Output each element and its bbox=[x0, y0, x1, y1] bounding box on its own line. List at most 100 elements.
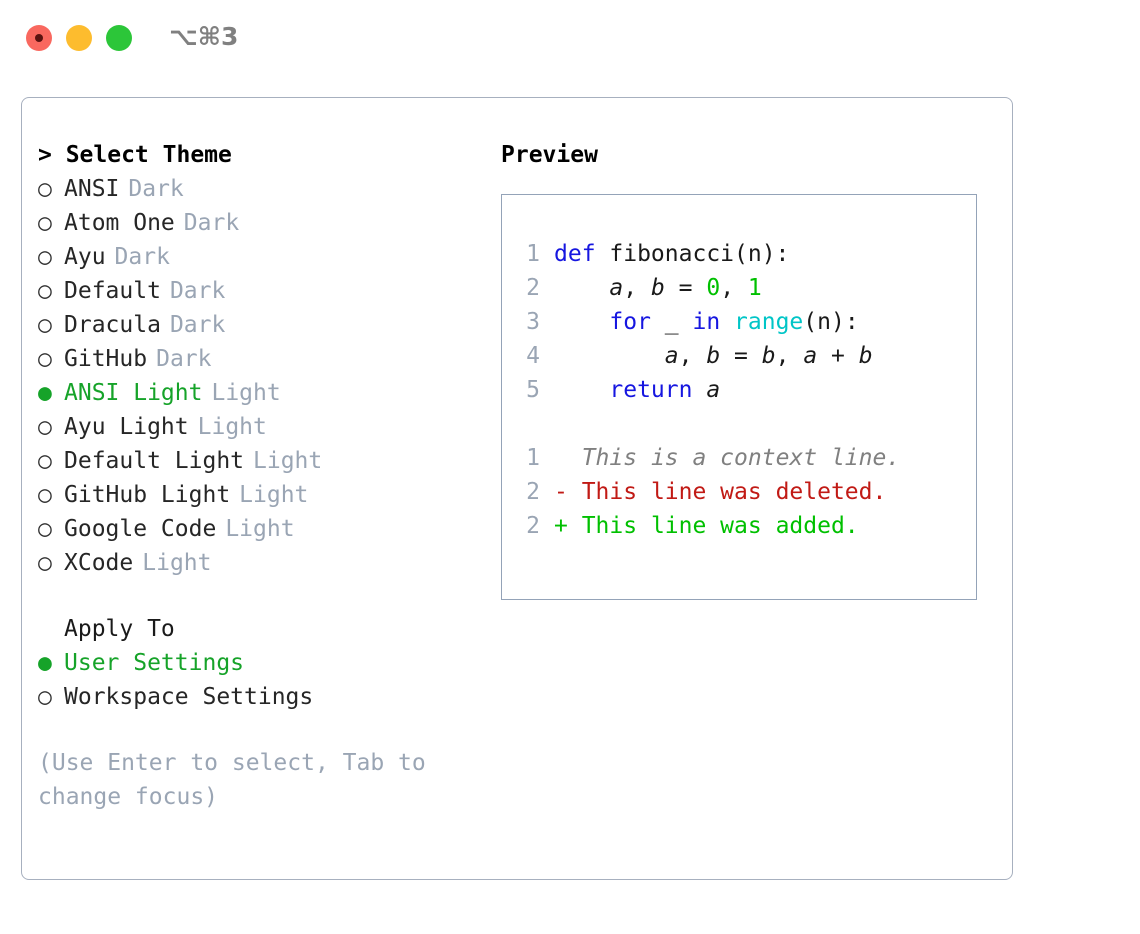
radio-unselected-icon[interactable]: ○ bbox=[38, 448, 52, 474]
theme-name: Atom One bbox=[64, 210, 175, 236]
line-number: 2 bbox=[526, 275, 540, 301]
diff-block: 1 This is a context line.2- This line wa… bbox=[514, 441, 900, 543]
radio-unselected-icon[interactable]: ○ bbox=[38, 278, 52, 304]
code-token: fibonacci(n): bbox=[595, 241, 790, 267]
diff-sign: - bbox=[554, 479, 582, 505]
theme-kind-badge: Light bbox=[253, 448, 323, 474]
diff-sign: + bbox=[554, 513, 582, 539]
code-token: a bbox=[803, 343, 818, 369]
apply-to-label: Workspace Settings bbox=[64, 684, 314, 710]
theme-kind-badge: Light bbox=[142, 550, 212, 576]
theme-name: Ayu Light bbox=[64, 414, 189, 440]
radio-unselected-icon[interactable]: ○ bbox=[38, 176, 52, 202]
code-line: 2 a, b = 0, 1 bbox=[514, 271, 900, 305]
code-token: 0 bbox=[706, 275, 721, 301]
close-button[interactable] bbox=[26, 25, 52, 51]
code-token bbox=[720, 309, 734, 335]
theme-name: ANSI Light bbox=[64, 380, 203, 406]
radio-unselected-icon[interactable]: ○ bbox=[38, 210, 52, 236]
maximize-button[interactable] bbox=[106, 25, 132, 51]
radio-unselected-icon[interactable]: ○ bbox=[38, 550, 52, 576]
title-bar: ⌥⌘3 bbox=[0, 0, 1140, 78]
code-token bbox=[554, 275, 609, 301]
preview-title: Preview bbox=[501, 142, 598, 168]
code-token: return bbox=[609, 377, 693, 403]
apply-to-option[interactable]: ○ Workspace Settings bbox=[38, 680, 478, 714]
theme-kind-badge: Light bbox=[239, 482, 309, 508]
diff-line: 2- This line was deleted. bbox=[514, 475, 900, 509]
code-text: return a bbox=[554, 373, 720, 407]
radio-unselected-icon[interactable]: ○ bbox=[38, 482, 52, 508]
theme-kind-badge: Dark bbox=[128, 176, 184, 202]
theme-kind-badge: Dark bbox=[114, 244, 170, 270]
line-number: 3 bbox=[526, 309, 540, 335]
line-number: 2 bbox=[526, 513, 540, 539]
theme-kind-badge: Light bbox=[225, 516, 295, 542]
theme-list-item[interactable]: ○ Google Code Light bbox=[38, 512, 478, 546]
theme-list-item[interactable]: ○ Ayu Dark bbox=[38, 240, 478, 274]
apply-to-section: Apply To ●User Settings ○ Workspace Settin… bbox=[38, 612, 478, 714]
radio-unselected-icon[interactable]: ○ bbox=[38, 684, 52, 710]
theme-name: Ayu bbox=[64, 244, 106, 270]
code-token: in bbox=[692, 309, 721, 335]
code-token: , bbox=[720, 275, 748, 301]
code-token: b bbox=[858, 343, 873, 369]
apply-to-option[interactable]: ●User Settings bbox=[38, 646, 478, 680]
theme-name: Google Code bbox=[64, 516, 217, 542]
code-token: , bbox=[775, 343, 804, 369]
radio-unselected-icon[interactable]: ○ bbox=[38, 516, 52, 542]
theme-list-item[interactable]: ○ GitHub Light Light bbox=[38, 478, 478, 512]
code-token: b bbox=[650, 275, 665, 301]
theme-kind-badge: Dark bbox=[156, 346, 212, 372]
radio-unselected-icon[interactable]: ○ bbox=[38, 346, 52, 372]
code-token: b bbox=[706, 343, 721, 369]
radio-unselected-icon[interactable]: ○ bbox=[38, 414, 52, 440]
line-number: 2 bbox=[526, 479, 540, 505]
code-token: , bbox=[678, 343, 707, 369]
radio-unselected-icon[interactable]: ○ bbox=[38, 244, 52, 270]
radio-unselected-icon[interactable]: ○ bbox=[38, 312, 52, 338]
code-token bbox=[692, 377, 706, 403]
theme-kind-badge: Dark bbox=[169, 278, 226, 304]
radio-selected-icon[interactable]: ● bbox=[38, 380, 52, 406]
code-token: , bbox=[623, 275, 651, 301]
theme-list-item[interactable]: ○ Default Dark bbox=[38, 274, 478, 308]
theme-name: GitHub Light bbox=[64, 482, 231, 508]
apply-to-title: Apply To bbox=[64, 616, 175, 642]
minimize-button[interactable] bbox=[66, 25, 92, 51]
diff-line: 1 This is a context line. bbox=[514, 441, 900, 475]
code-line: 4 a, b = b, a + b bbox=[514, 339, 900, 373]
apply-to-list[interactable]: ●User Settings ○ Workspace Settings bbox=[38, 646, 478, 714]
code-token: a bbox=[706, 377, 721, 403]
code-text: for _ in range(n): bbox=[554, 305, 858, 339]
code-token bbox=[554, 343, 665, 369]
page-title: > Select Theme bbox=[38, 142, 232, 168]
code-line: 5 return a bbox=[514, 373, 900, 407]
code-token: b bbox=[761, 343, 776, 369]
code-text: a, b = b, a + b bbox=[554, 339, 873, 373]
diff-text: This is a context line. bbox=[581, 445, 901, 471]
code-token: = bbox=[720, 343, 762, 369]
diff-sign bbox=[554, 441, 582, 475]
code-token: def bbox=[554, 241, 596, 267]
code-token: _ bbox=[650, 309, 693, 335]
theme-name: Dracula bbox=[64, 312, 161, 338]
radio-selected-icon[interactable]: ● bbox=[38, 650, 52, 676]
code-token: a bbox=[664, 343, 679, 369]
theme-name: Default bbox=[64, 278, 161, 304]
code-token bbox=[554, 377, 609, 403]
